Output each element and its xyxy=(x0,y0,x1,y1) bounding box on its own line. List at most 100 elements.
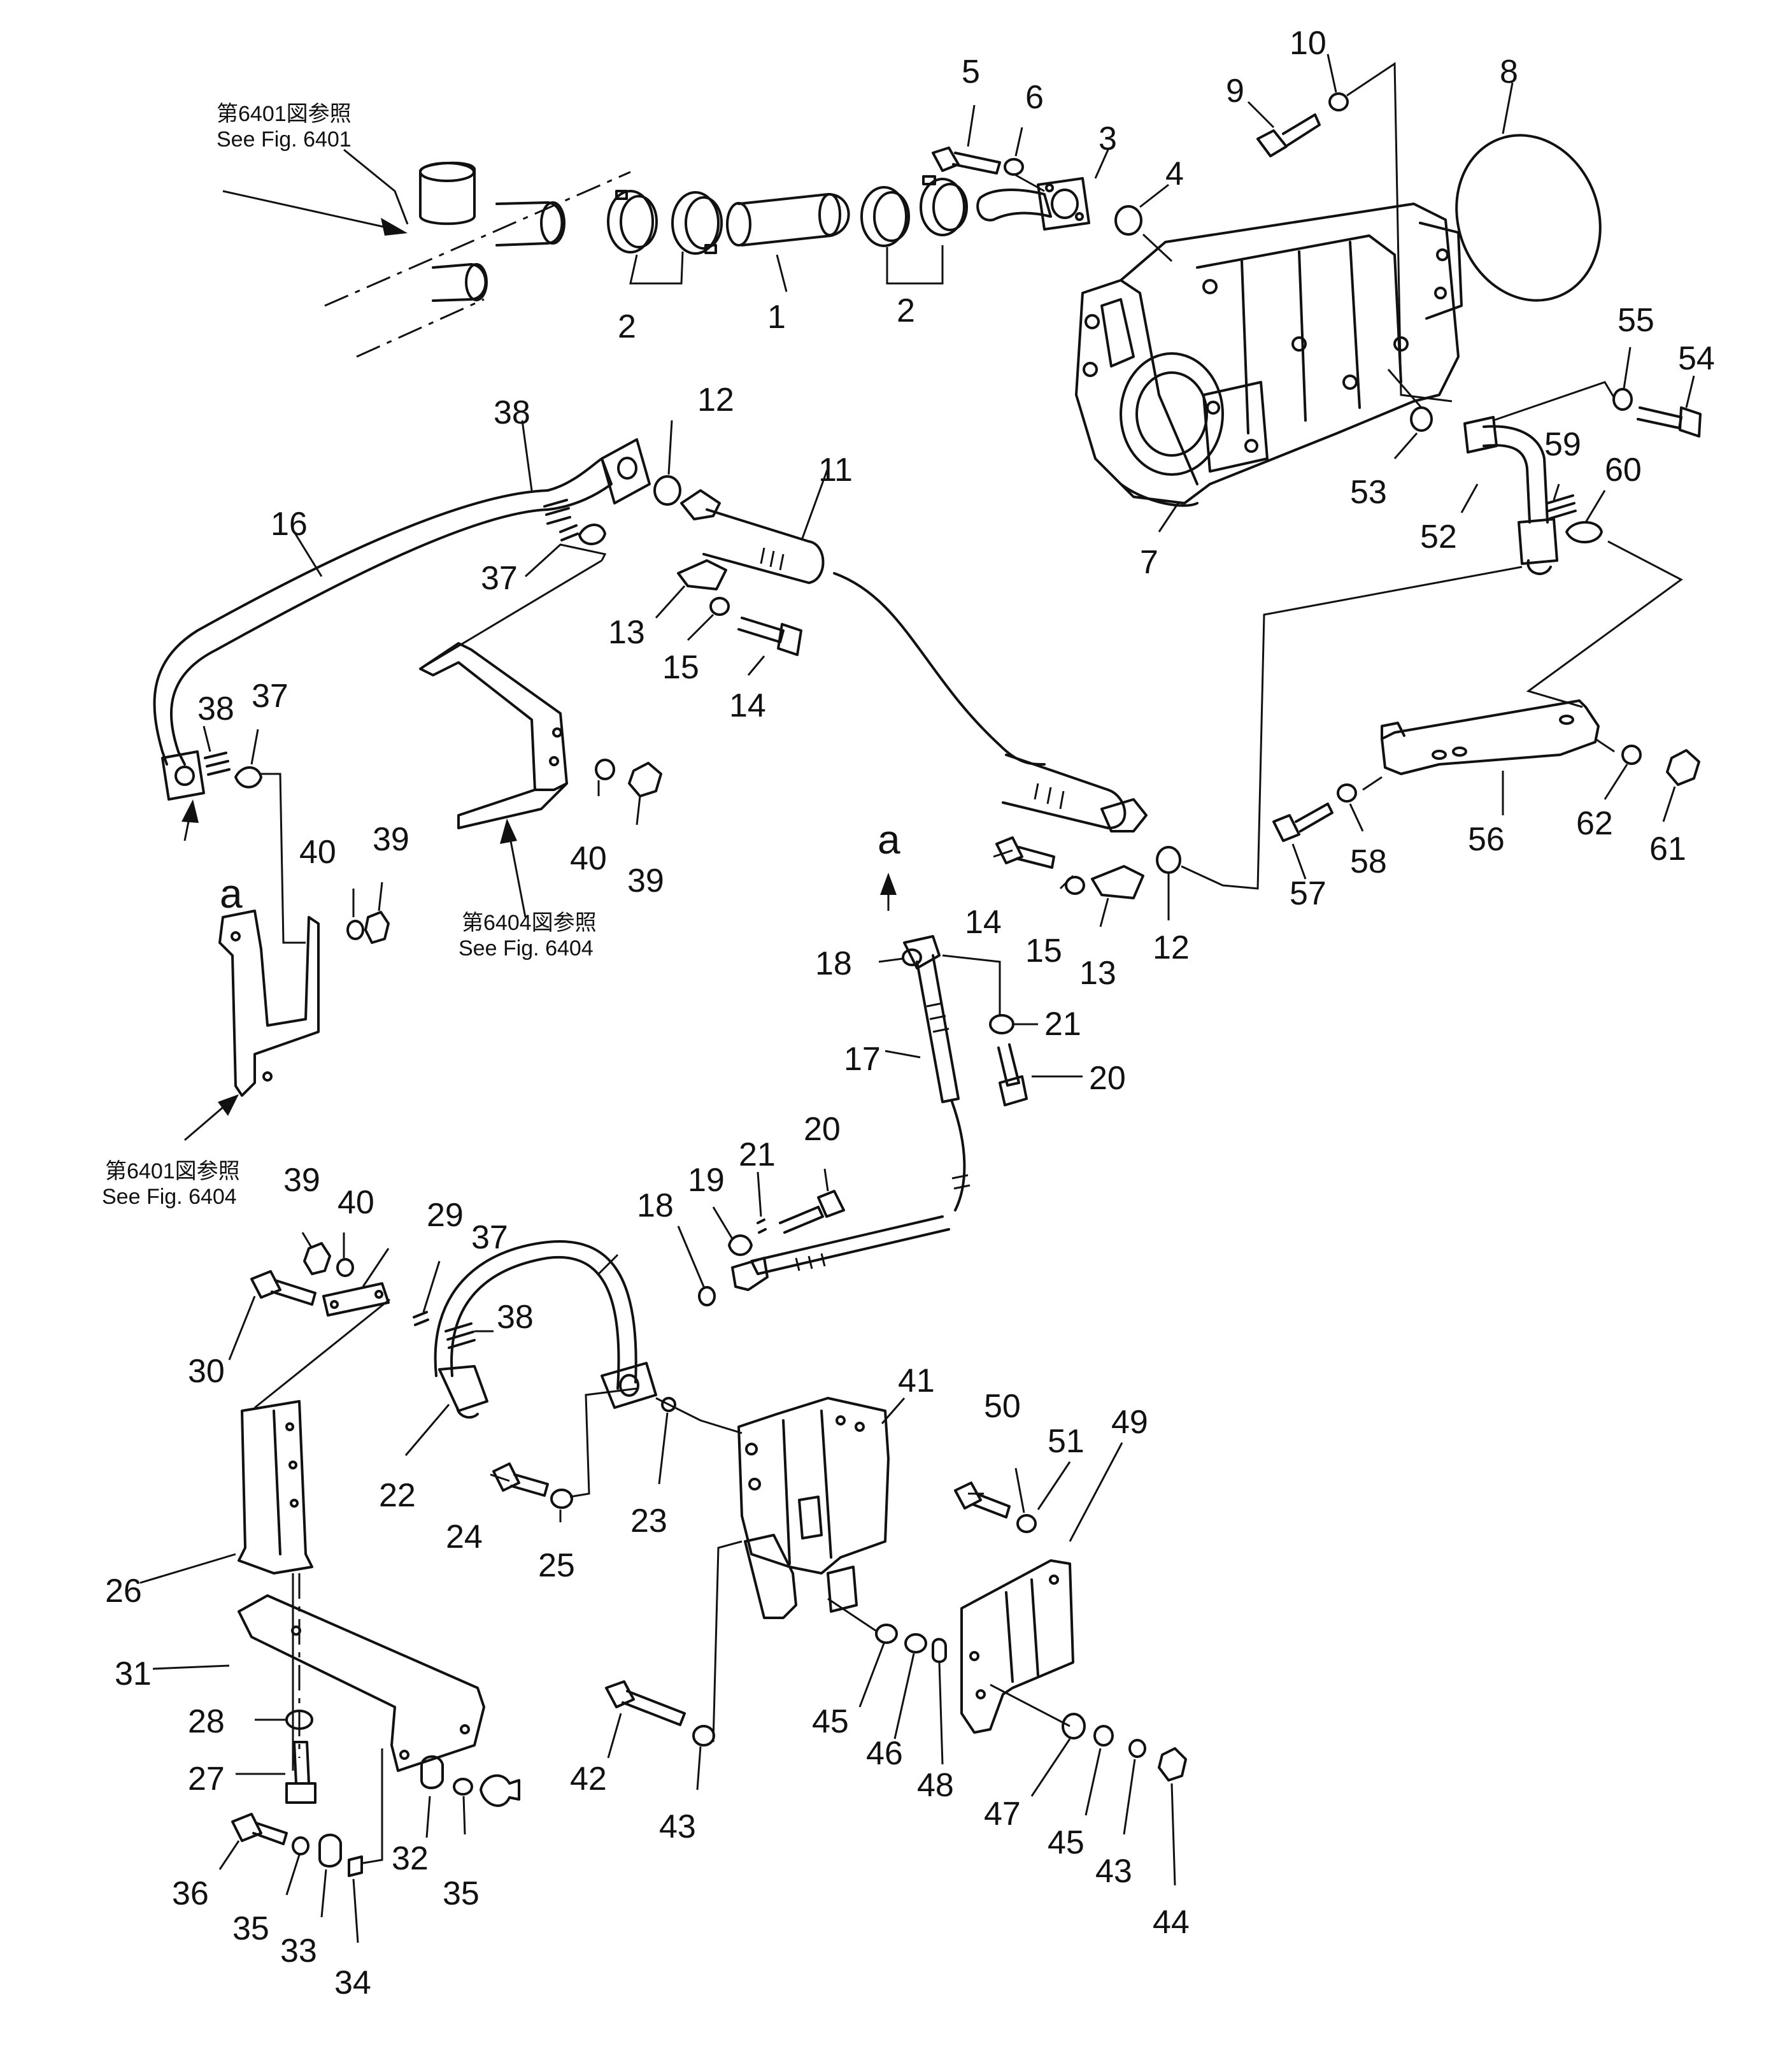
mount-35 xyxy=(480,1774,520,1807)
bolts-38-top xyxy=(543,499,571,525)
callout-57: 57 xyxy=(1290,875,1326,912)
callout-2-left: 2 xyxy=(618,308,636,345)
washer-45-left xyxy=(875,1624,898,1644)
callout-10: 10 xyxy=(1290,25,1326,62)
washer-55 xyxy=(1612,388,1633,411)
callout-20-top: 20 xyxy=(1089,1060,1126,1097)
callout-58: 58 xyxy=(1350,843,1387,880)
bolt-20-mid xyxy=(779,1190,845,1234)
clip-37-left xyxy=(234,766,262,789)
spacer-48 xyxy=(932,1638,947,1663)
nut-61 xyxy=(1666,749,1700,786)
callout-37-top: 37 xyxy=(481,560,518,597)
callout-12-right: 12 xyxy=(1153,929,1190,966)
washer-15-top xyxy=(709,597,730,616)
connection-marker-a-left: a xyxy=(220,871,243,917)
callout-11: 11 xyxy=(818,452,853,489)
callout-60: 60 xyxy=(1605,452,1642,489)
callout-47: 47 xyxy=(984,1796,1021,1833)
spacer-34 xyxy=(348,1855,363,1877)
split-flange-13-top xyxy=(677,559,727,590)
pipe-16 xyxy=(153,438,651,801)
bolt-30 xyxy=(250,1270,316,1306)
bracket-see-6404 xyxy=(419,642,568,829)
reference-en-text: See Fig. 6401 xyxy=(217,127,352,152)
callout-53: 53 xyxy=(1350,474,1387,511)
o-ring-12-top xyxy=(653,475,681,506)
bolts-38-left xyxy=(204,752,231,776)
callout-13-right: 13 xyxy=(1079,955,1116,992)
callout-43-right: 43 xyxy=(1095,1853,1132,1890)
washer-10 xyxy=(1328,92,1349,111)
bolt-20-top xyxy=(997,1043,1028,1106)
bolt-50 xyxy=(954,1482,1011,1518)
o-ring-18-top xyxy=(902,948,922,966)
callout-18-mid: 18 xyxy=(637,1187,674,1224)
callout-32: 32 xyxy=(392,1840,429,1877)
callout-25: 25 xyxy=(538,1547,575,1584)
reference-fig-6401-left: 第6401図参照 See Fig. 6404 xyxy=(102,1159,240,1209)
callout-7: 7 xyxy=(1140,544,1158,581)
bolt-14-top xyxy=(737,617,802,656)
callout-41: 41 xyxy=(898,1362,935,1399)
o-ring-12-right xyxy=(1156,846,1181,874)
washer-43-left xyxy=(692,1725,715,1747)
bracket-left xyxy=(218,910,320,1097)
plate-29 xyxy=(322,1282,390,1317)
o-ring-4 xyxy=(1114,205,1142,236)
hose xyxy=(726,193,850,246)
hydraulic-pump xyxy=(1075,203,1463,507)
clip-60 xyxy=(1565,521,1603,544)
callout-15-right: 15 xyxy=(1025,932,1062,969)
washer-45-right xyxy=(1093,1725,1114,1747)
o-ring-18-mid xyxy=(698,1286,716,1306)
callout-46: 46 xyxy=(866,1735,903,1772)
bolt-42 xyxy=(605,1680,686,1726)
callout-31: 31 xyxy=(115,1655,152,1692)
bushing-33 xyxy=(318,1833,342,1868)
callout-49: 49 xyxy=(1111,1404,1148,1441)
callout-44: 44 xyxy=(1153,1904,1190,1941)
callout-38-left: 38 xyxy=(197,690,234,727)
callout-26: 26 xyxy=(105,1573,142,1610)
bolt-24 xyxy=(492,1462,549,1497)
callout-59: 59 xyxy=(1544,426,1581,463)
callout-40-mid: 40 xyxy=(570,840,607,877)
reference-jp-text: 第6401図参照 xyxy=(105,1159,240,1183)
reference-jp-text: 第6404図参照 xyxy=(462,911,597,935)
callout-35-left: 35 xyxy=(232,1910,269,1947)
connection-marker-a-top: a xyxy=(878,817,900,862)
callout-39-left: 39 xyxy=(373,821,409,858)
callout-24: 24 xyxy=(446,1518,483,1555)
reference-en-text: See Fig. 6404 xyxy=(459,936,594,961)
callout-50: 50 xyxy=(984,1388,1021,1425)
reference-fig-6404-mid: 第6404図参照 See Fig. 6404 xyxy=(459,911,597,961)
callout-56: 56 xyxy=(1468,821,1505,858)
reference-arrows xyxy=(181,190,897,1141)
washer-46 xyxy=(904,1633,927,1654)
bolt-59 xyxy=(1546,494,1577,520)
washer-35-left xyxy=(292,1836,309,1855)
callout-3: 3 xyxy=(1099,120,1117,157)
washer-35-right xyxy=(453,1778,473,1796)
hose-clamps-right xyxy=(860,175,968,247)
callout-43-left: 43 xyxy=(659,1808,696,1845)
callout-33: 33 xyxy=(280,1933,317,1969)
bolt-27 xyxy=(285,1741,316,1804)
callout-22: 22 xyxy=(379,1477,416,1514)
o-ring-8 xyxy=(1455,134,1602,302)
bolt-36 xyxy=(231,1813,288,1845)
bolts-37-top xyxy=(559,524,579,541)
callout-42: 42 xyxy=(570,1761,607,1797)
callout-numbers: 1 2 2 3 4 5 6 7 8 9 10 11 12 12 13 13 14… xyxy=(105,25,1715,2001)
callout-9: 9 xyxy=(1226,73,1244,110)
washer-6 xyxy=(1004,158,1024,176)
callout-8: 8 xyxy=(1500,54,1518,90)
callout-14-right: 14 xyxy=(965,904,1002,941)
o-ring-53 xyxy=(1410,406,1433,432)
callout-55: 55 xyxy=(1618,302,1654,339)
callout-16: 16 xyxy=(271,506,308,543)
washer-15-right xyxy=(1065,876,1085,895)
